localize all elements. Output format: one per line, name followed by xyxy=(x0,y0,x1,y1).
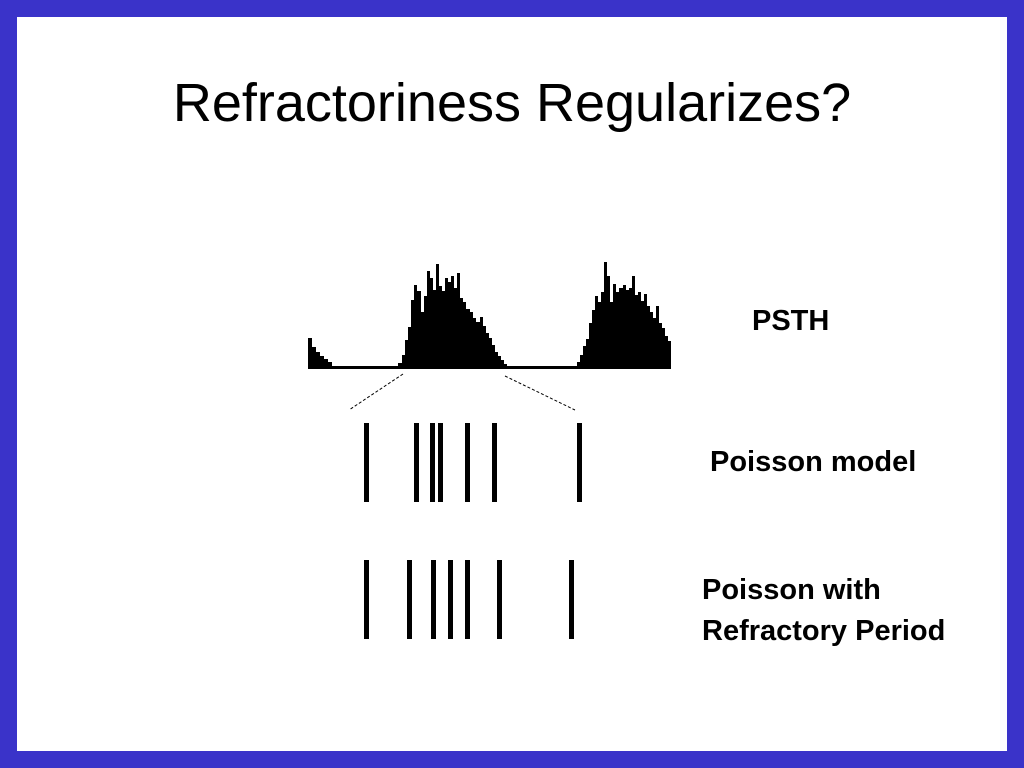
spike xyxy=(407,560,412,639)
zoom-guide-left xyxy=(348,373,404,411)
spike xyxy=(414,423,419,502)
spike xyxy=(364,560,369,639)
psth-peak-2 xyxy=(577,262,671,369)
spike xyxy=(364,423,369,502)
psth-label: PSTH xyxy=(752,305,830,337)
slide-canvas xyxy=(17,17,1007,751)
poisson-model-label: Poisson model xyxy=(710,446,917,478)
spike xyxy=(577,423,582,502)
spike xyxy=(431,560,436,639)
psth-histogram xyxy=(308,262,671,369)
refractory-label-line-2: Refractory Period xyxy=(702,615,946,647)
psth-peak-1 xyxy=(398,264,507,369)
spike xyxy=(430,423,435,502)
spike xyxy=(492,423,497,502)
psth-baseline xyxy=(330,366,580,369)
psth-initial-tail xyxy=(308,338,332,369)
slide-title: Refractoriness Regularizes? xyxy=(172,73,852,133)
spike xyxy=(497,560,502,639)
refractory-spike-train xyxy=(364,560,574,639)
spike xyxy=(448,560,453,639)
poisson-spike-train xyxy=(364,423,582,502)
spike xyxy=(465,560,470,639)
spike xyxy=(569,560,574,639)
refractory-label-line-1: Poisson with xyxy=(702,574,881,606)
zoom-guide-right xyxy=(504,375,576,411)
spike xyxy=(465,423,470,502)
spike xyxy=(438,423,443,502)
refractory-label: Poisson with Refractory Period xyxy=(702,570,945,652)
